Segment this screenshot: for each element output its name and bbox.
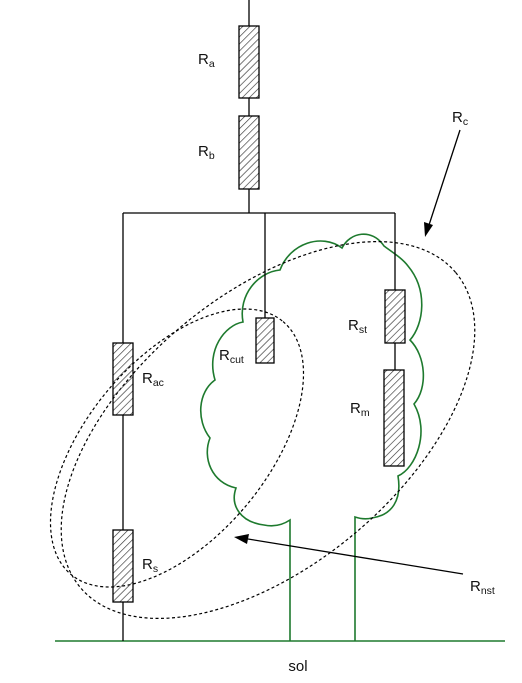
resistor-rcut — [255, 317, 275, 364]
resistor-ra — [238, 25, 260, 99]
label-ra: Ra — [198, 51, 215, 70]
resistor-rs — [112, 529, 134, 603]
label-rnst: Rnst — [470, 578, 495, 597]
label-rs: Rs — [142, 556, 158, 575]
label-rb: Rb — [198, 143, 215, 162]
resistor-rac — [112, 342, 134, 416]
label-rac: Rac — [142, 370, 164, 389]
label-rc: Rc — [452, 109, 468, 128]
rc-boundary — [60, 240, 476, 620]
resistor-rb — [238, 115, 260, 190]
tree-outline — [199, 233, 425, 641]
wires — [122, 0, 396, 641]
rc-arrow — [424, 129, 461, 237]
rnst-boundary — [49, 308, 305, 588]
label-sol: sol — [288, 658, 307, 675]
rnst-arrow — [234, 534, 464, 575]
label-rm: Rm — [350, 400, 370, 419]
resistor-rst — [384, 289, 406, 344]
resistor-rm — [383, 369, 405, 467]
label-rcut: Rcut — [219, 347, 244, 366]
label-rst: Rst — [348, 317, 367, 336]
